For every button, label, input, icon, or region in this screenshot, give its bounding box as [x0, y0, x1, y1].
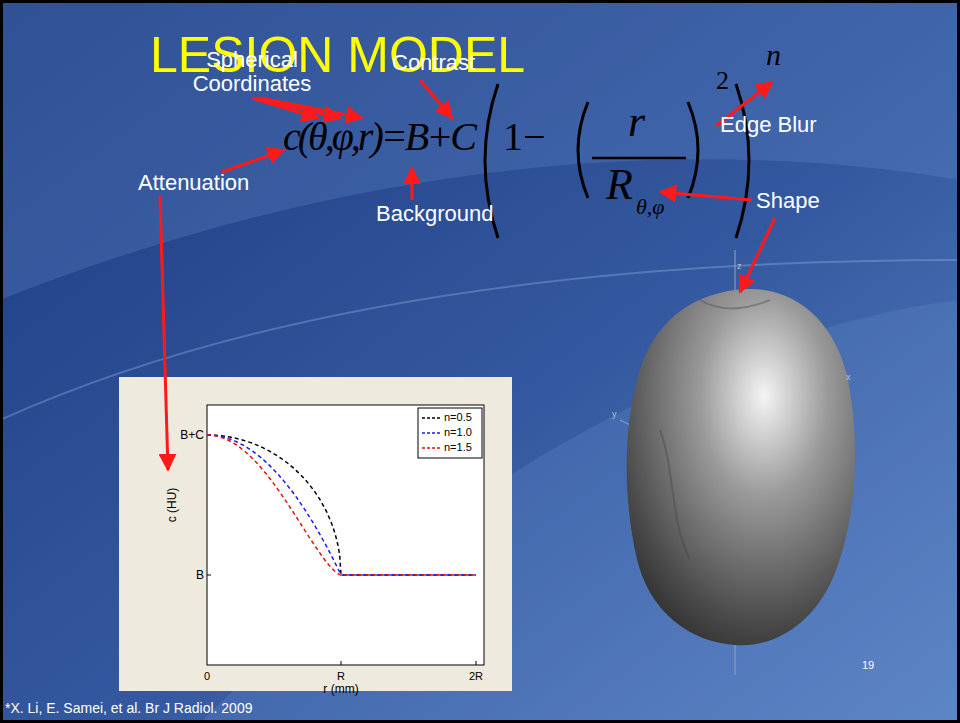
profile-curve — [207, 435, 476, 575]
legend-text: n=1.5 — [444, 442, 472, 453]
profile-curve — [207, 435, 476, 575]
formula-exponent: 2 — [716, 68, 729, 94]
render-axis-label: y — [612, 410, 617, 419]
formula-text: r — [628, 100, 645, 144]
legend-sample — [422, 432, 441, 434]
profile-curve — [207, 435, 476, 575]
axis-tick-label: 0 — [204, 671, 210, 682]
annotation: Background — [376, 203, 493, 225]
slide-number: 19 — [862, 660, 874, 671]
axis-tick-label: R — [337, 671, 345, 682]
formula-text: c(θ,φ,r)=B+C — [283, 117, 474, 157]
legend-text: n=1.0 — [444, 427, 472, 438]
annotation: Shape — [756, 190, 820, 212]
lesion-render — [620, 250, 855, 675]
formula-exponent: n — [766, 40, 781, 70]
citation: *X. Li, E. Samei, et al. Br J Radiol. 20… — [5, 701, 252, 715]
annotation: Attenuation — [138, 172, 249, 194]
axis-tick-label: 2R — [469, 671, 483, 682]
legend-sample — [422, 447, 441, 449]
axis-tick-label: B — [196, 569, 204, 581]
formula-brackets — [485, 84, 749, 238]
annotation: Contrast — [392, 52, 475, 74]
formula-text: R — [606, 163, 633, 207]
axis-tick-label: B+C — [180, 429, 204, 441]
axis-title: r (mm) — [323, 683, 358, 695]
annotation: Edge Blur — [720, 114, 817, 136]
legend-sample — [422, 417, 441, 419]
annotation: Spherical Coordinates — [177, 48, 327, 96]
legend-text: n=0.5 — [444, 412, 472, 423]
axis-title: c (HU) — [166, 488, 178, 523]
render-axis-label: x — [846, 373, 851, 382]
formula-subscript: θ,φ — [636, 196, 664, 218]
render-axis-label: z — [737, 262, 742, 271]
formula-text: 1− — [503, 117, 546, 157]
